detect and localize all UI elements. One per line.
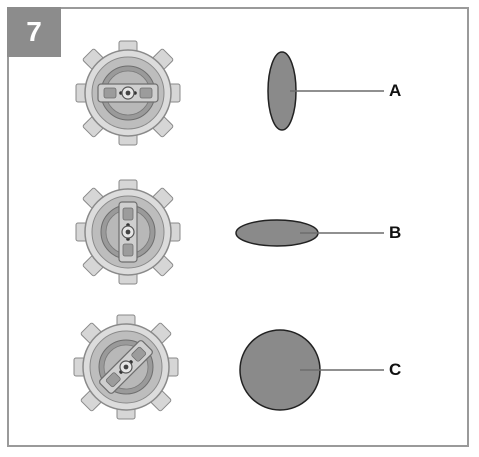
- nozzle-c: [73, 314, 179, 420]
- step-badge: 7: [7, 7, 61, 57]
- label-a: A: [389, 81, 402, 100]
- nozzle-b: [75, 179, 181, 285]
- label-c: C: [389, 360, 402, 379]
- nozzle-a: [75, 40, 181, 146]
- label-b: B: [389, 223, 402, 242]
- step-number: 7: [26, 16, 42, 47]
- figure-frame: [7, 7, 469, 447]
